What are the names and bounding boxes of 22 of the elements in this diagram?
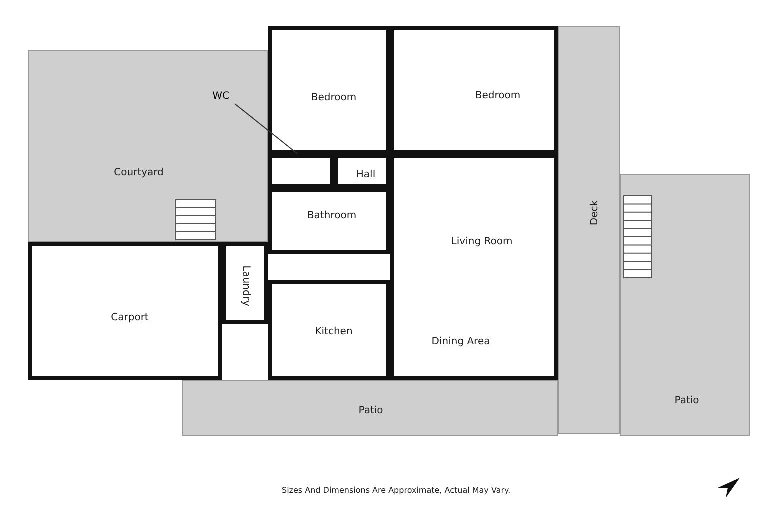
leader-line [234, 104, 298, 154]
room-label: Kitchen [315, 326, 353, 338]
room-label: Dining Area [432, 336, 490, 348]
room-label: WC [206, 89, 236, 105]
outdoor-area [182, 380, 558, 436]
room-label: Bedroom [311, 92, 357, 104]
room-label: Bathroom [307, 210, 357, 222]
disclaimer-note: Sizes And Dimensions Are Approximate, Actual May Vary. [282, 486, 511, 495]
room-label: Carport [111, 312, 149, 324]
outdoor-area [558, 26, 620, 434]
outdoor-area [620, 174, 750, 436]
room-label: Patio [358, 406, 384, 416]
room-label: Courtyard [114, 168, 164, 178]
outdoor-area [28, 50, 268, 242]
room [268, 280, 390, 380]
room-label: Patio [674, 396, 700, 406]
room-label: Hall [356, 170, 376, 180]
room-label: Laundry [240, 266, 252, 306]
room-label: Bedroom [475, 90, 521, 102]
room-label: Living Room [451, 236, 513, 248]
room [28, 242, 222, 380]
room-label: Deck [590, 200, 600, 226]
